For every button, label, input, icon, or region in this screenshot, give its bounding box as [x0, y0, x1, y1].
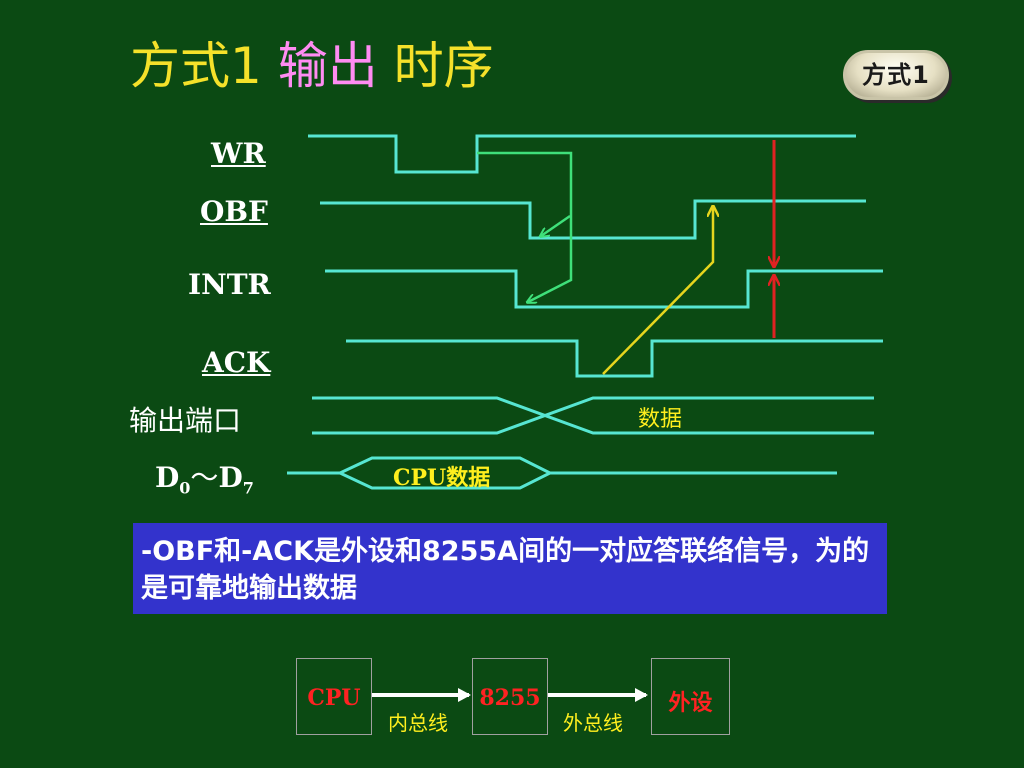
- cpu-box: CPU: [296, 658, 372, 735]
- title-timing: 时序: [393, 37, 494, 95]
- intr-label: INTR: [188, 268, 271, 301]
- wr-label: WR: [211, 137, 266, 170]
- outer-bus-label: 外总线: [563, 711, 623, 735]
- title-output: 输出: [277, 37, 378, 95]
- title-mode: 方式1: [130, 37, 262, 95]
- port-data-label: 数据: [638, 407, 683, 432]
- output-port-label: 输出端口: [129, 404, 242, 437]
- obf-label: OBF: [200, 195, 268, 228]
- ack-waveform: [346, 339, 883, 378]
- ack-to-obf-arrow: [602, 207, 713, 375]
- chip-8255-box: 8255: [472, 658, 548, 735]
- wr-to-obf-arrow: [541, 214, 571, 236]
- cpu-data-label: CPU数据: [393, 465, 491, 491]
- page-title: 方式1 输出 时序: [130, 36, 494, 96]
- wr-waveform: [308, 134, 856, 174]
- mode1-button[interactable]: 方式1: [843, 50, 949, 100]
- output-port-waveform: [312, 396, 874, 435]
- intr-waveform: [325, 269, 883, 309]
- obf-waveform: [320, 199, 866, 240]
- explanation-note: -OBF和-ACK是外设和8255A间的一对应答联络信号，为的是可靠地输出数据: [133, 523, 887, 614]
- data-bus-label: D0～D7: [155, 461, 254, 498]
- ack-label: ACK: [202, 346, 271, 379]
- peripheral-box: 外设: [651, 658, 730, 735]
- wr-to-intr-arrow: [477, 151, 573, 302]
- inner-bus-label: 内总线: [388, 711, 448, 735]
